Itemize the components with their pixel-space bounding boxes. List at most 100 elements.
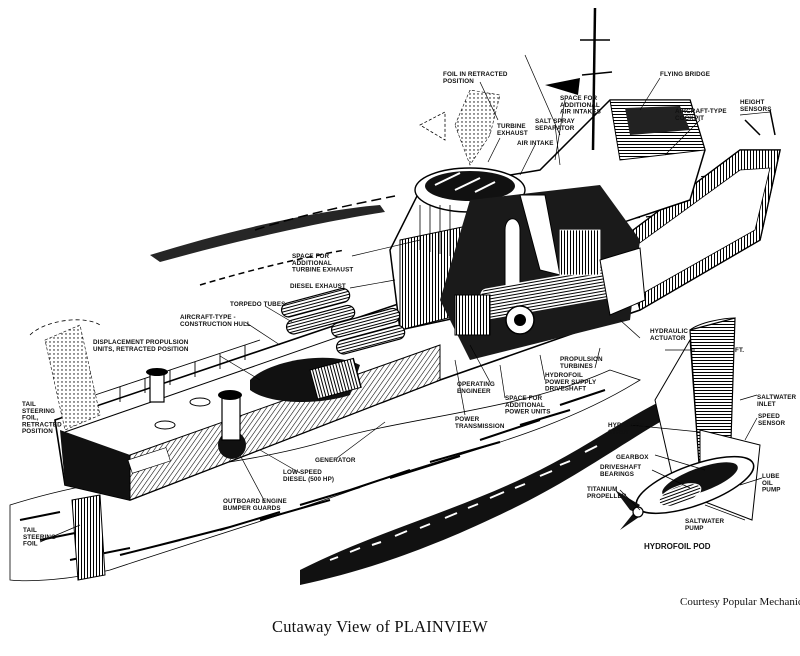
- label-line: SEPARATOR: [535, 125, 575, 132]
- label-line: GEARBOX: [616, 454, 649, 461]
- label-hydrofoil-pod: HYDROFOIL POD: [644, 542, 711, 551]
- label-line: TURBINES: [560, 363, 593, 370]
- label-line: ADDITIONAL: [292, 260, 332, 267]
- label-line: AIR INTAKE: [517, 140, 554, 147]
- label-line: SALTWATER: [685, 518, 724, 525]
- label-line: OUTBOARD ENGINE: [223, 498, 287, 505]
- label-aircraft-hull: AIRCRAFT-TYPE -CONSTRUCTION HULL: [180, 314, 251, 328]
- label-line: INLET: [757, 401, 776, 408]
- hydrofoil-pod: [615, 455, 755, 530]
- label-gearbox: GEARBOX: [616, 454, 649, 461]
- label-line: ACTUATOR: [650, 335, 686, 342]
- label-line: PUMP: [762, 487, 781, 494]
- label-line: SENSOR: [758, 420, 786, 427]
- credit-line: Courtesy Popular Mechanics: [680, 596, 800, 608]
- label-line: TORPEDO TUBES: [230, 301, 285, 308]
- engine-room-cutaway: [440, 185, 646, 360]
- label-line: AIRCRAFT-TYPE: [675, 108, 727, 115]
- figure-caption: Cutaway View of PLAINVIEW: [272, 617, 488, 636]
- label-line: SPACE FOR: [292, 253, 330, 260]
- label-line: DIESEL EXHAUST: [290, 283, 346, 290]
- label-torpedo-tubes: TORPEDO TUBES: [230, 301, 285, 308]
- label-line: SENSORS: [740, 106, 772, 113]
- label-line: POWER: [455, 416, 480, 423]
- label-line: PUMP: [685, 525, 704, 532]
- label-line: ADDITIONAL: [505, 402, 545, 409]
- label-line: BEARINGS: [600, 471, 634, 478]
- label-line: TURBINE: [497, 123, 526, 130]
- label-line: CONSTRUCTION HULL: [180, 321, 251, 328]
- deck-machinery: [146, 357, 362, 459]
- label-line: DISPLACEMENT PROPULSION: [93, 339, 189, 346]
- label-line: ENGINEER: [457, 388, 491, 395]
- label-line: TAIL: [23, 527, 37, 534]
- label-line: SPEED: [758, 413, 780, 420]
- label-line: POWER SUPPLY: [545, 379, 597, 386]
- label-line: AIRCRAFT-TYPE -: [180, 314, 236, 321]
- label-line: SPACE FOR: [505, 395, 543, 402]
- leader-lines: [39, 54, 771, 543]
- label-line: GENERATOR: [315, 457, 356, 464]
- label-line: DIESEL (500 HP): [283, 476, 334, 483]
- label-line: SALT SPRAY: [535, 118, 576, 125]
- label-line: HYDRAULIC: [650, 328, 688, 335]
- label-line: TITANIUM: [587, 486, 617, 493]
- label-ft: FT.: [735, 347, 744, 354]
- label-line: DRIVESHAFT: [545, 386, 586, 393]
- label-flying-bridge: FLYING BRIDGE: [660, 71, 710, 78]
- label-line: DRIVESHAFT: [600, 464, 641, 471]
- label-line: EXHAUST: [497, 130, 528, 137]
- label-line: HYDROFOIL: [545, 372, 583, 379]
- label-line: OPERATING: [457, 381, 495, 388]
- label-line: FLYING BRIDGE: [660, 71, 710, 78]
- label-line: POSITION: [22, 428, 53, 435]
- label-line: SPACE FOR: [560, 95, 598, 102]
- label-line: STEERING: [23, 534, 56, 541]
- label-line: PROPELLER: [587, 493, 627, 500]
- label-air-intake: AIR INTAKE: [517, 140, 554, 147]
- label-generator: GENERATOR: [315, 457, 356, 464]
- label-line: STRUT: [608, 429, 630, 436]
- tail-foils: [29, 89, 501, 581]
- label-line: FOIL: [23, 541, 38, 548]
- label-line: POSITION: [443, 78, 474, 85]
- label-line: SALTWATER: [757, 394, 796, 401]
- label-line: FOIL IN RETRACTED: [443, 71, 508, 78]
- label-line: TRANSMISSION: [455, 423, 505, 430]
- label-line: UNITS, RETRACTED POSITION: [93, 346, 189, 353]
- label-line: BUMPER GUARDS: [223, 505, 281, 512]
- label-line: LOW-SPEED: [283, 469, 322, 476]
- label-line: PROPULSION: [560, 356, 603, 363]
- label-line: COCKPIT: [675, 115, 704, 122]
- label-line: FOIL,: [22, 415, 39, 422]
- label-line: LUBE: [762, 473, 780, 480]
- label-line: TURBINE EXHAUST: [292, 267, 353, 274]
- label-line: HYDROFOIL: [608, 422, 646, 429]
- label-line: AIR INTAKES: [560, 109, 601, 116]
- label-diesel-exhaust: DIESEL EXHAUST: [290, 283, 346, 290]
